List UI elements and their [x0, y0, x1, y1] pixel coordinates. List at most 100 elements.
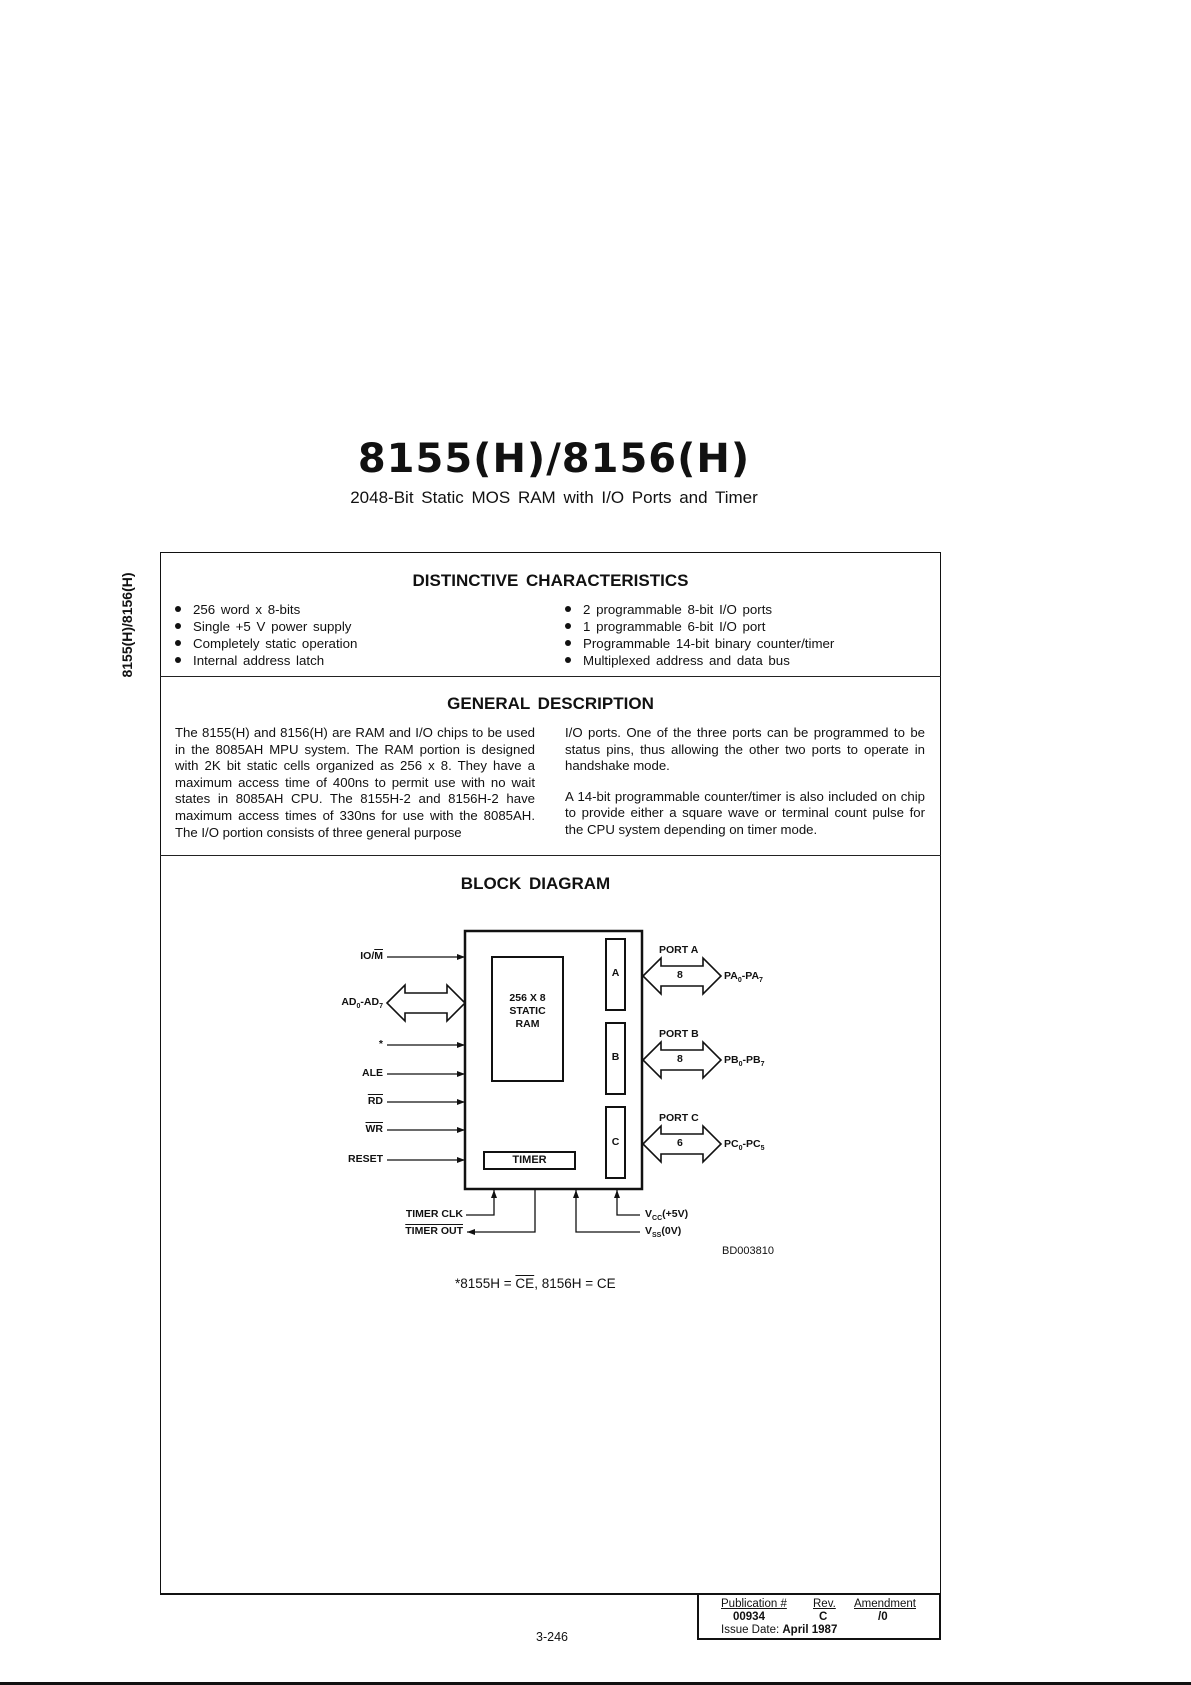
port-b-name: PORT B	[659, 1028, 699, 1040]
vss-value: (0V)	[661, 1225, 682, 1237]
section-divider	[160, 676, 941, 677]
document-title: 8155(H)/8156(H)	[357, 436, 751, 482]
ram-label: 256 X 8 STATIC RAM	[492, 992, 563, 1031]
page-number: 3-246	[536, 1630, 568, 1644]
vcc-line	[614, 1190, 640, 1216]
vcc-text: V	[645, 1208, 653, 1220]
port-a-name: PORT A	[659, 944, 699, 956]
ale-label: ALE	[362, 1067, 383, 1079]
vss-sub: SS	[652, 1232, 662, 1240]
pin-sub: 7	[759, 977, 763, 985]
footnote-text: *8155H =	[455, 1276, 516, 1291]
port-a-box	[605, 938, 626, 1011]
ad-text: AD	[341, 996, 357, 1008]
port-c-width: 6	[677, 1137, 683, 1149]
port-c-box-label: C	[611, 1136, 620, 1148]
port-b-box	[605, 1022, 626, 1095]
port-c-name: PORT C	[659, 1112, 699, 1124]
issue-date: Issue Date: April 1987	[721, 1624, 837, 1636]
ad-bus-label: AD0-AD7	[341, 996, 383, 1010]
pin-sub: 5	[760, 1145, 765, 1153]
amendment-value: /0	[878, 1611, 888, 1623]
vss-text: V	[645, 1225, 653, 1237]
port-b-bus-arrow	[641, 1040, 723, 1080]
feature-item: 2 programmable 8-bit I/O ports	[563, 601, 933, 618]
feature-item: 256 word x 8-bits	[173, 601, 553, 618]
publication-info-box: Publication # Rev. Amendment 00934 C /0 …	[697, 1595, 941, 1640]
page-bottom-rule	[0, 1682, 1191, 1685]
vss-line	[573, 1190, 640, 1233]
io-m-prefix: IO/	[360, 950, 375, 962]
rev-label: Rev.	[813, 1598, 836, 1610]
vcc-label: VCC(+5V)	[645, 1208, 688, 1222]
pin-text: PA	[724, 970, 738, 982]
distinctive-characteristics-heading: DISTINCTIVE CHARACTERISTICS	[412, 571, 689, 590]
timer-out-line	[467, 1189, 536, 1235]
description-paragraph: The 8155(H) and 8156(H) are RAM and I/O …	[175, 725, 535, 840]
port-c-box	[605, 1106, 626, 1179]
feature-item: Single +5 V power supply	[173, 618, 553, 635]
ram-label-line: STATIC	[509, 1005, 546, 1017]
port-b-pins: PB0-PB7	[724, 1054, 765, 1069]
port-a-pins: PA0-PA7	[724, 970, 763, 985]
wr-label: WR	[365, 1123, 384, 1135]
description-paragraph: I/O ports. One of the three ports can be…	[565, 725, 925, 774]
pin-sub: 7	[760, 1061, 765, 1069]
port-b-box-label: B	[611, 1051, 620, 1063]
ram-block	[491, 956, 564, 1082]
feature-item: 1 programmable 6-bit I/O port	[563, 618, 933, 635]
timer-label: TIMER	[512, 1154, 547, 1166]
footnote-text: , 8156H = CE	[534, 1276, 616, 1291]
amendment-label: Amendment	[854, 1598, 917, 1610]
issue-date-label: Issue Date:	[721, 1624, 780, 1636]
pin-text: PC	[724, 1138, 739, 1150]
timer-clk-line	[466, 1190, 497, 1216]
vcc-value: (+5V)	[662, 1208, 689, 1220]
block-diagram-heading: BLOCK DIAGRAM	[460, 874, 611, 893]
pin-sub: 0	[737, 977, 742, 985]
timer-clk-label: TIMER CLK	[405, 1208, 463, 1220]
diagram-footnote: *8155H = CE, 8156H = CE	[455, 1276, 616, 1291]
ram-label-line: RAM	[515, 1018, 540, 1030]
port-a-width: 8	[677, 969, 683, 981]
publication-value: 00934	[733, 1611, 765, 1623]
section-divider	[160, 855, 941, 856]
feature-item: Completely static operation	[173, 635, 553, 652]
pin-text: PC	[746, 1138, 761, 1150]
general-description-heading: GENERAL DESCRIPTION	[447, 694, 654, 713]
feature-item: Internal address latch	[173, 652, 553, 669]
pin-sub: 0	[738, 1145, 743, 1153]
feature-item: Programmable 14-bit binary counter/timer	[563, 635, 933, 652]
ad-sub: 7	[379, 1003, 383, 1011]
port-a-box-label: A	[611, 967, 620, 979]
rev-value: C	[819, 1611, 828, 1623]
port-c-bus-arrow	[641, 1124, 723, 1164]
pin-text: PA	[745, 970, 760, 982]
pin-text: PB	[746, 1054, 761, 1066]
reset-label: RESET	[347, 1153, 383, 1165]
io-m-label: IO/M	[360, 950, 383, 962]
rd-label: RD	[367, 1095, 383, 1107]
ram-label-line: 256 X 8	[509, 992, 546, 1004]
footnote-ce-bar: CE	[515, 1276, 535, 1291]
timer-out-label: TIMER OUT	[405, 1225, 463, 1237]
port-c-pins: PC0-PC5	[724, 1138, 765, 1153]
vcc-sub: CC	[652, 1215, 663, 1223]
features-list-left: 256 word x 8-bits Single +5 V power supp…	[173, 601, 553, 669]
document-subtitle: 2048-Bit Static MOS RAM with I/O Ports a…	[350, 488, 758, 507]
description-paragraph: A 14-bit programmable counter/timer is a…	[565, 788, 925, 837]
issue-date-value: April 1987	[782, 1624, 838, 1636]
port-b-width: 8	[677, 1053, 683, 1065]
ad-sub: 0	[356, 1003, 361, 1011]
ad-bus-arrow	[385, 983, 467, 1023]
features-list-right: 2 programmable 8-bit I/O ports 1 program…	[563, 601, 933, 669]
content-frame	[160, 552, 941, 1595]
ad-text: -AD	[360, 996, 380, 1008]
feature-item: Multiplexed address and data bus	[563, 652, 933, 669]
description-column-left: The 8155(H) and 8156(H) are RAM and I/O …	[175, 725, 535, 855]
io-m-bar: M	[374, 950, 383, 962]
vss-label: VSS(0V)	[645, 1225, 681, 1239]
publication-label: Publication #	[721, 1598, 787, 1610]
pin-text: PB	[724, 1054, 739, 1066]
